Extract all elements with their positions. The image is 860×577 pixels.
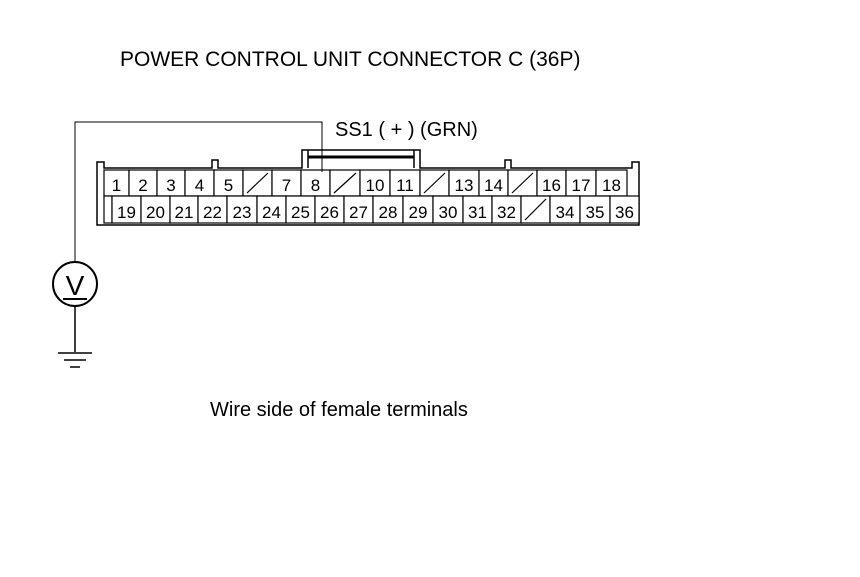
terminal-24: 24 [256, 195, 287, 224]
terminal-27: 27 [343, 195, 374, 224]
terminal-number: 7 [282, 176, 291, 195]
terminal-number: 35 [586, 203, 605, 222]
terminal-17: 17 [565, 169, 597, 197]
terminal-number: 31 [468, 203, 487, 222]
unused-terminal-slash [423, 172, 446, 194]
terminal-number: 26 [320, 203, 339, 222]
voltmeter-symbol: V [66, 270, 85, 301]
terminal-22: 22 [197, 195, 228, 224]
terminal-13: 13 [448, 169, 480, 197]
terminal-31: 31 [462, 195, 493, 224]
terminal-blank [520, 195, 551, 224]
terminal-number: 13 [455, 176, 474, 195]
terminal-28: 28 [372, 195, 404, 224]
terminal-36: 36 [609, 195, 640, 224]
unused-terminal-slash [511, 172, 534, 194]
terminal-1: 1 [103, 169, 130, 197]
terminal-number: 32 [497, 203, 516, 222]
terminal-3: 3 [156, 169, 186, 197]
terminal-23: 23 [226, 195, 258, 224]
terminal-number: 4 [195, 176, 204, 195]
terminal-2: 2 [128, 169, 158, 197]
ground-icon [58, 306, 92, 368]
terminal-number: 25 [291, 203, 310, 222]
terminal-30: 30 [432, 195, 464, 224]
terminal-blank [242, 169, 273, 197]
terminal-number: 34 [556, 203, 575, 222]
terminal-34: 34 [549, 195, 581, 224]
terminal-7: 7 [271, 169, 302, 197]
terminal-number: 3 [166, 176, 175, 195]
terminal-20: 20 [140, 195, 171, 224]
terminal-11: 11 [389, 169, 421, 197]
terminal-number: 20 [146, 203, 165, 222]
terminal-32: 32 [491, 195, 522, 224]
terminal-number: 30 [439, 203, 458, 222]
terminal-number: 21 [175, 203, 194, 222]
terminal-26: 26 [314, 195, 345, 224]
unused-terminal-slash [246, 172, 269, 194]
terminal-10: 10 [359, 169, 391, 197]
probe-label: SS1 ( + ) (GRN) [335, 119, 478, 141]
terminal-21: 21 [169, 195, 199, 224]
terminal-blank [329, 169, 361, 197]
unused-terminal-slash [333, 172, 357, 194]
terminal-14: 14 [478, 169, 509, 197]
terminal-number: 5 [224, 176, 233, 195]
terminal-number: 19 [117, 203, 136, 222]
terminal-29: 29 [402, 195, 434, 224]
terminal-number: 22 [203, 203, 222, 222]
terminal-number: 23 [233, 203, 252, 222]
terminal-5: 5 [213, 169, 244, 197]
terminal-number: 29 [409, 203, 428, 222]
diagram-caption: Wire side of female terminals [210, 399, 468, 421]
terminal-number: 16 [542, 176, 561, 195]
terminal-19: 19 [111, 195, 142, 224]
terminal-number: 8 [311, 176, 320, 195]
unused-terminal-slash [524, 198, 547, 221]
terminal-4: 4 [184, 169, 215, 197]
terminal-number: 11 [396, 176, 414, 195]
terminal-number: 24 [262, 203, 281, 222]
terminal-blank [507, 169, 538, 197]
terminal-number: 10 [366, 176, 385, 195]
terminal-8: 8 [300, 169, 331, 197]
diagram-title: POWER CONTROL UNIT CONNECTOR C (36P) [120, 48, 580, 71]
terminal-number: 36 [615, 203, 634, 222]
terminal-number: 27 [349, 203, 368, 222]
terminal-18: 18 [595, 169, 628, 197]
terminal-35: 35 [579, 195, 611, 224]
terminal-number: 2 [138, 176, 147, 195]
terminal-blank [419, 169, 450, 197]
voltmeter-icon: V [52, 261, 98, 307]
terminal-number: 28 [379, 203, 398, 222]
terminal-blank [103, 195, 113, 224]
terminal-number: 14 [484, 176, 503, 195]
connector-bottom-row: 19 20 21 22 23 24 25 26 27 28 29 30 31 32 34 35 36 [103, 195, 640, 224]
terminal-number: 1 [112, 176, 121, 195]
terminal-16: 16 [536, 169, 567, 197]
terminal-number: 18 [602, 176, 621, 195]
terminal-number: 17 [572, 176, 591, 195]
terminal-25: 25 [285, 195, 316, 224]
